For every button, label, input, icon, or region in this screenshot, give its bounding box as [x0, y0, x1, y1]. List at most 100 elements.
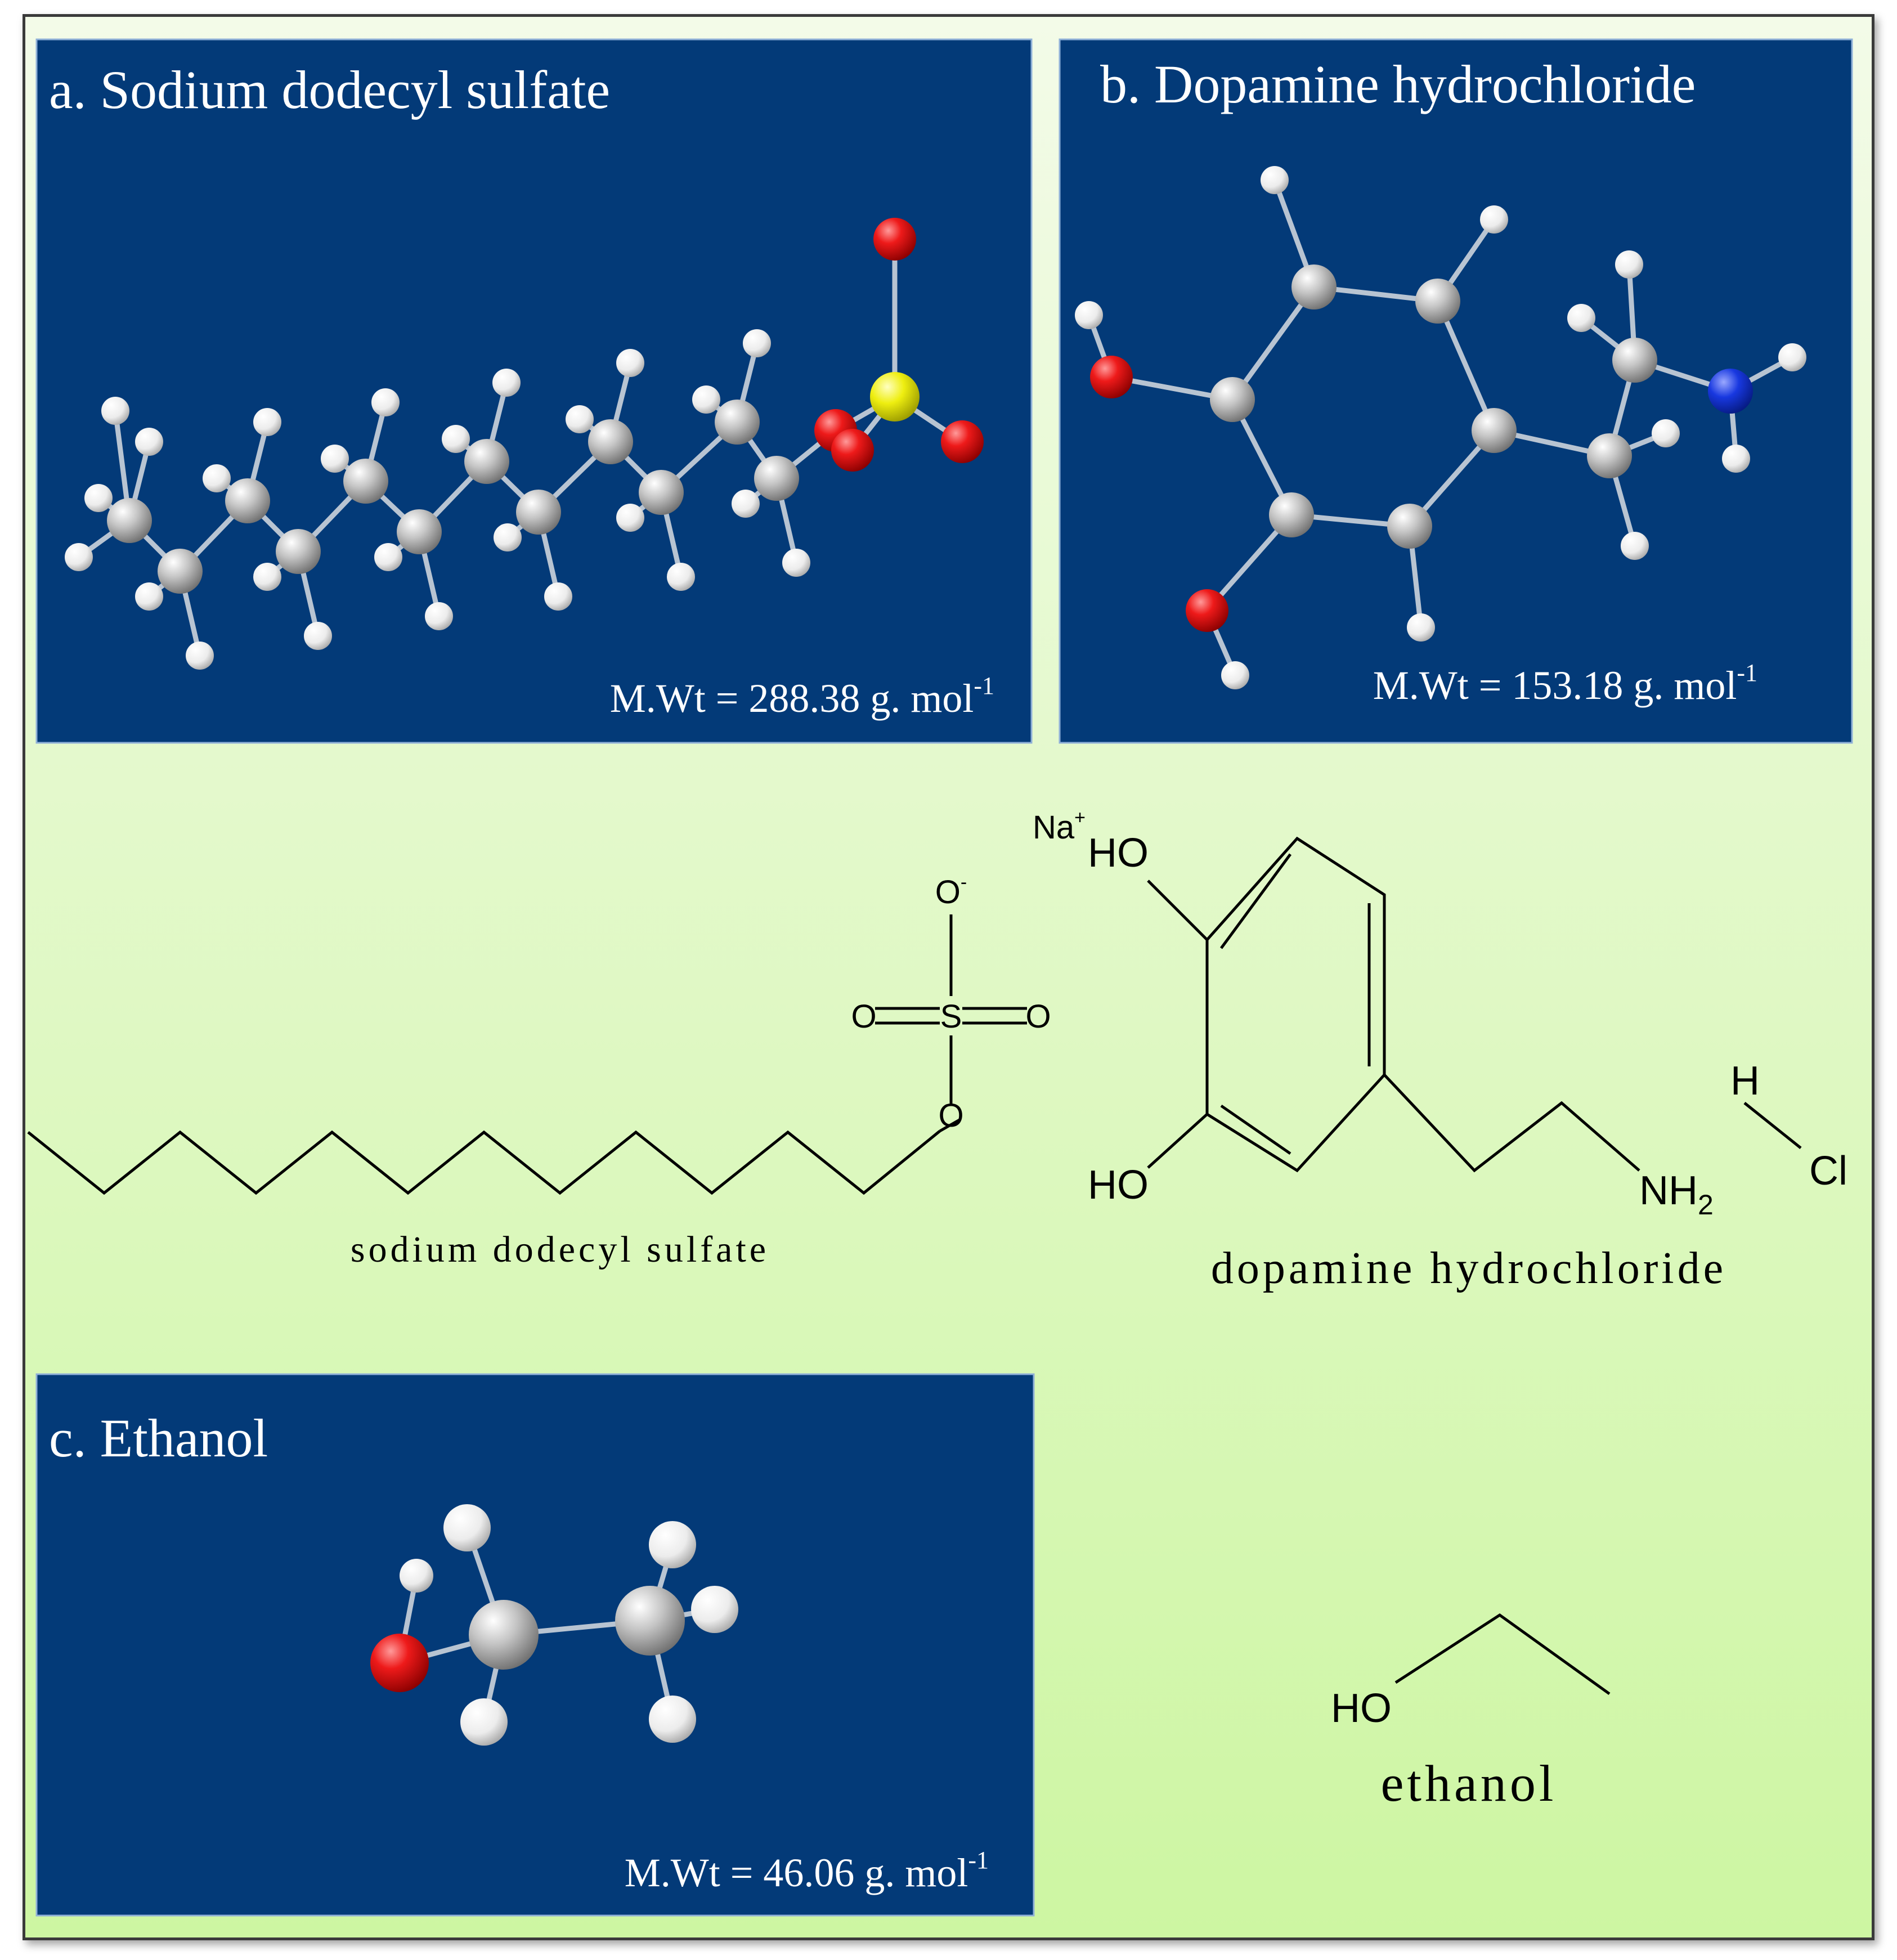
sds-hydrogen-atom	[616, 349, 644, 377]
ethanol-oxygen-atom	[370, 1634, 429, 1692]
sds-hydrogen-atom	[101, 397, 129, 425]
sds-oxygen-atom	[873, 218, 916, 261]
dopamine-hydrogen-atom	[1075, 301, 1103, 329]
panel-ethanol: c. Ethanol M.Wt = 46.06 g. mol-1	[35, 1373, 1035, 1917]
sds-o-minus-label: O-	[935, 872, 967, 911]
sds-hydrogen-atom	[186, 642, 214, 670]
dopamine-hydrogen-atom	[1778, 343, 1806, 371]
dopamine-carbon-atom	[1387, 504, 1432, 549]
sds-carbon-atom	[107, 498, 152, 543]
panel-ethanol-mw-unit-sup: -1	[968, 1846, 989, 1874]
dopamine-ho-top-label: HO	[1088, 831, 1149, 876]
sds-bond-c-o	[939, 1118, 961, 1133]
panel-sds-mw-value: M.Wt = 288.38 g. mol	[610, 676, 974, 721]
dopamine-atom-labels: HO HO NH2 H Cl	[1088, 831, 1847, 1221]
dopamine-hydrogen-atom	[1221, 661, 1249, 689]
sds-hydrogen-atom	[425, 602, 453, 630]
dopamine-hydrogen-atom	[1615, 250, 1643, 279]
dopamine-ho-bottom-label: HO	[1088, 1163, 1149, 1208]
sds-hydrogen-atom	[321, 445, 349, 473]
sds-hydrogen-atom	[782, 549, 810, 577]
sds-o-left-label: O	[851, 998, 876, 1035]
sds-carbon-atom	[588, 419, 633, 464]
panel-sds-mw-unit-sup: -1	[974, 672, 994, 699]
panel-ethanol-title: c. Ethanol	[49, 1408, 268, 1468]
hcl-cl-label: Cl	[1809, 1149, 1847, 1194]
dopamine-oxygen-atom	[1090, 356, 1133, 398]
figure-frame: a. Sodium dodecyl sulfate M.Wt = 288.38 …	[23, 14, 1874, 1940]
dopamine-carbon-atom	[1210, 377, 1255, 422]
sds-hydrogen-atom	[692, 385, 720, 414]
sds-carbon-chain	[27, 1130, 941, 1195]
sds-carbon-atom	[397, 509, 442, 554]
dopamine-bond-ho-bottom	[1147, 1113, 1208, 1169]
ethanol-hydrogen-atom	[460, 1698, 508, 1746]
sds-hydrogen-atom	[253, 563, 281, 591]
dopamine-hydrogen-atom	[1407, 613, 1435, 642]
sds-atom-labels: O- O S O O Na+	[851, 807, 1086, 1134]
sds-carbon-atom	[225, 478, 270, 523]
dopamine-hydrogen-atom	[1652, 419, 1680, 447]
hcl-bond	[1743, 1102, 1802, 1149]
dopamine-carbon-atom	[1269, 492, 1314, 537]
sds-structure-name: sodium dodecyl sulfate	[351, 1229, 769, 1270]
sds-hydrogen-atom	[253, 408, 281, 436]
panel-dopamine-title: b. Dopamine hydrochloride	[1100, 54, 1696, 114]
dopamine-hydrogen-atom	[1480, 205, 1508, 234]
sds-hydrogen-atom	[135, 428, 163, 456]
panel-ethanol-molecular-weight: M.Wt = 46.06 g. mol-1	[625, 1846, 989, 1895]
panel-ethanol-mw-value: M.Wt = 46.06 g. mol	[625, 1850, 968, 1895]
panel-dopamine-mw-value: M.Wt = 153.18 g. mol	[1373, 663, 1737, 708]
dopamine-structure-name: dopamine hydrochloride	[1211, 1244, 1726, 1293]
dopamine-carbon-atom	[1587, 433, 1632, 478]
dopamine-ring-inner-bond-3	[1220, 1104, 1291, 1155]
sds-hydrogen-atom	[494, 523, 522, 551]
sds-hydrogen-atom	[743, 329, 771, 357]
dopamine-3d-model	[1075, 166, 1806, 689]
dopamine-bond-ho-top	[1147, 880, 1208, 941]
sds-oxygen-atom	[941, 420, 984, 463]
dopamine-hydrogen-atom	[1722, 445, 1750, 473]
sds-hydrogen-atom	[65, 543, 93, 571]
sds-carbon-atom	[754, 456, 799, 501]
dopamine-carbon-atom	[1612, 338, 1657, 383]
dopamine-hydrogen-atom	[1567, 304, 1595, 332]
sds-hydrogen-atom	[566, 405, 594, 433]
sds-oxygen-atom	[831, 429, 874, 472]
sds-hydrogen-atom	[544, 582, 572, 611]
sds-hydrogen-atom	[732, 490, 760, 518]
dopamine-hydrogen-atom	[1621, 532, 1649, 560]
sds-carbon-atom	[158, 549, 203, 594]
sds-3d-model	[65, 218, 984, 670]
ethanol-3d-model	[370, 1504, 738, 1746]
sds-carbon-atom	[639, 470, 684, 515]
ethanol-structure	[1394, 1613, 1611, 1696]
sds-hydrogen-atom	[442, 425, 470, 453]
panel-sds: a. Sodium dodecyl sulfate M.Wt = 288.38 …	[35, 38, 1033, 744]
dopamine-nh2-label: NH2	[1639, 1168, 1714, 1221]
ethanol-hydrogen-atom	[649, 1696, 696, 1743]
dopamine-oxygen-atom	[1186, 589, 1228, 632]
sds-carbon-atom	[715, 400, 760, 445]
hcl-h-label: H	[1730, 1059, 1760, 1104]
ethanol-hydrogen-atom	[649, 1521, 696, 1568]
panel-dopamine-molecular-weight: M.Wt = 153.18 g. mol-1	[1373, 659, 1757, 708]
dopamine-bond	[1230, 284, 1317, 402]
panel-dopamine-mw-unit-sup: -1	[1737, 659, 1757, 687]
ethanol-carbon-atom	[469, 1600, 539, 1670]
sds-hydrogen-atom	[135, 582, 163, 611]
ethanol-hydrogen-atom	[443, 1504, 491, 1551]
ethanol-hydrogen-atom	[691, 1586, 738, 1633]
panel-sds-title: a. Sodium dodecyl sulfate	[49, 60, 610, 120]
sds-carbon-atom	[343, 459, 388, 504]
sds-hydrogen-atom	[84, 484, 113, 512]
sds-o-link-label: O	[938, 1097, 963, 1134]
dopamine-structure	[1147, 836, 1802, 1173]
dopamine-side-chain	[1383, 1074, 1640, 1173]
dopamine-hydrogen-atom	[1261, 166, 1289, 194]
sds-hydrogen-atom	[203, 464, 231, 492]
panel-sds-background	[35, 38, 1033, 744]
sds-hydrogen-atom	[371, 388, 400, 416]
panel-dopamine: b. Dopamine hydrochloride M.Wt = 153.18 …	[1059, 38, 1853, 744]
figure-canvas: a. Sodium dodecyl sulfate M.Wt = 288.38 …	[25, 17, 1872, 1937]
